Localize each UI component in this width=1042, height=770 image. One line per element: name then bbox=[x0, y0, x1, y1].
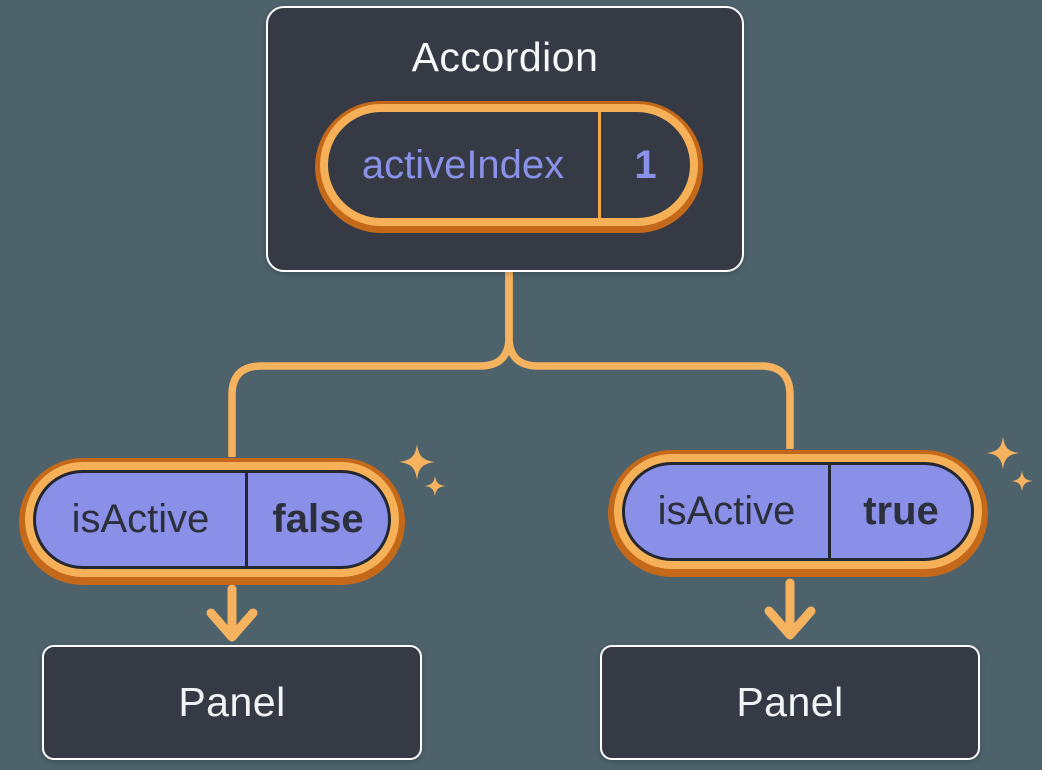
prop-pill-label: isActive bbox=[71, 497, 210, 541]
sparkle-small-icon bbox=[424, 475, 446, 497]
pill-divider bbox=[245, 473, 248, 566]
state-pill-active-index: activeIndex 1 bbox=[328, 112, 690, 218]
panel-title: Panel bbox=[736, 679, 844, 725]
sparkle-large-icon bbox=[986, 436, 1020, 470]
pill-divider bbox=[598, 112, 601, 218]
prop-pill-value: true bbox=[863, 489, 939, 533]
panel-component-box-left: Panel bbox=[42, 645, 422, 760]
prop-pill-label: isActive bbox=[657, 489, 796, 533]
prop-pill-is-active-false: isActive false bbox=[33, 470, 391, 569]
panel-title: Panel bbox=[178, 679, 286, 725]
sparkle-large-icon bbox=[399, 444, 435, 480]
sparkle-small-icon bbox=[1011, 470, 1033, 492]
connector-right-branch bbox=[505, 272, 794, 449]
arrow-left bbox=[206, 584, 258, 642]
state-pill-value: 1 bbox=[634, 142, 657, 187]
panel-component-box-right: Panel bbox=[600, 645, 980, 760]
prop-pill-value: false bbox=[272, 497, 364, 541]
prop-pill-is-active-true: isActive true bbox=[622, 462, 974, 561]
arrow-right bbox=[764, 578, 816, 640]
pill-divider bbox=[828, 465, 831, 558]
connector-left-branch bbox=[228, 272, 513, 457]
accordion-title: Accordion bbox=[411, 34, 599, 80]
state-pill-label: activeIndex bbox=[361, 142, 565, 187]
